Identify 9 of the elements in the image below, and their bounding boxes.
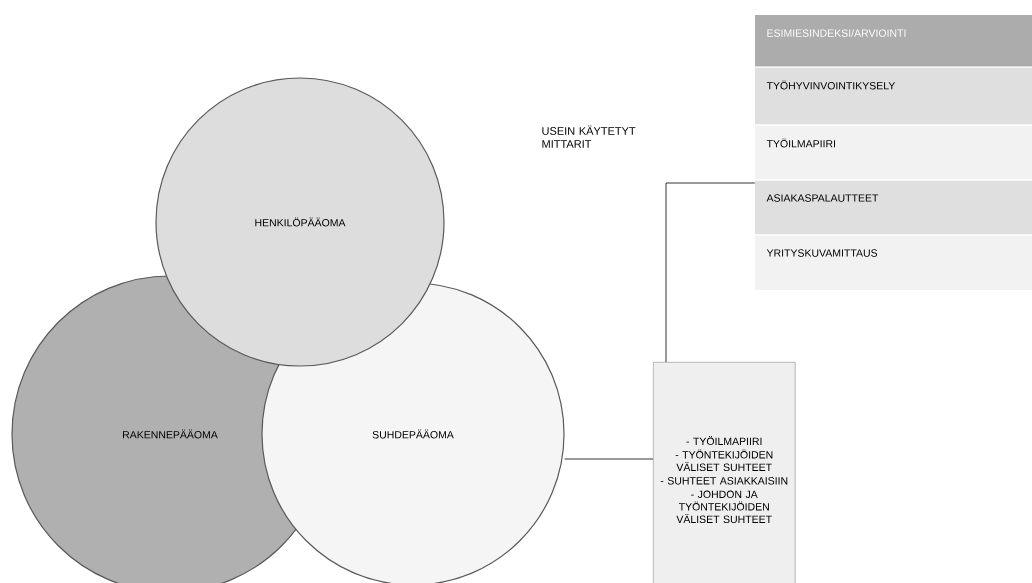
table-header: ESIMIESINDEKSI/ARVIOINTI [755,15,1032,67]
connector-line [665,182,756,363]
table-cell: YRITYSKUVAMITTAUS [755,235,1032,290]
table-cell: TYÖHYVINVOINTIKYSELY [755,67,1032,125]
heading-text: USEIN KÄYTETYT MITTARIT [542,125,636,148]
connector-line [564,458,654,460]
text-box: - TYÖILMAPIIRI - TYÖNTEKIJÖIDEN VÄLISET SUHTEET - SUHTEET ASIAKKAISIIN - JOHDON JA TYÖNTEKIJÖIDEN VÄLISET SUHTEET [653,362,796,583]
table-cell: ASIAKASPALAUTTEET [755,180,1032,235]
table-cell: TYÖILMAPIIRI [755,125,1032,180]
